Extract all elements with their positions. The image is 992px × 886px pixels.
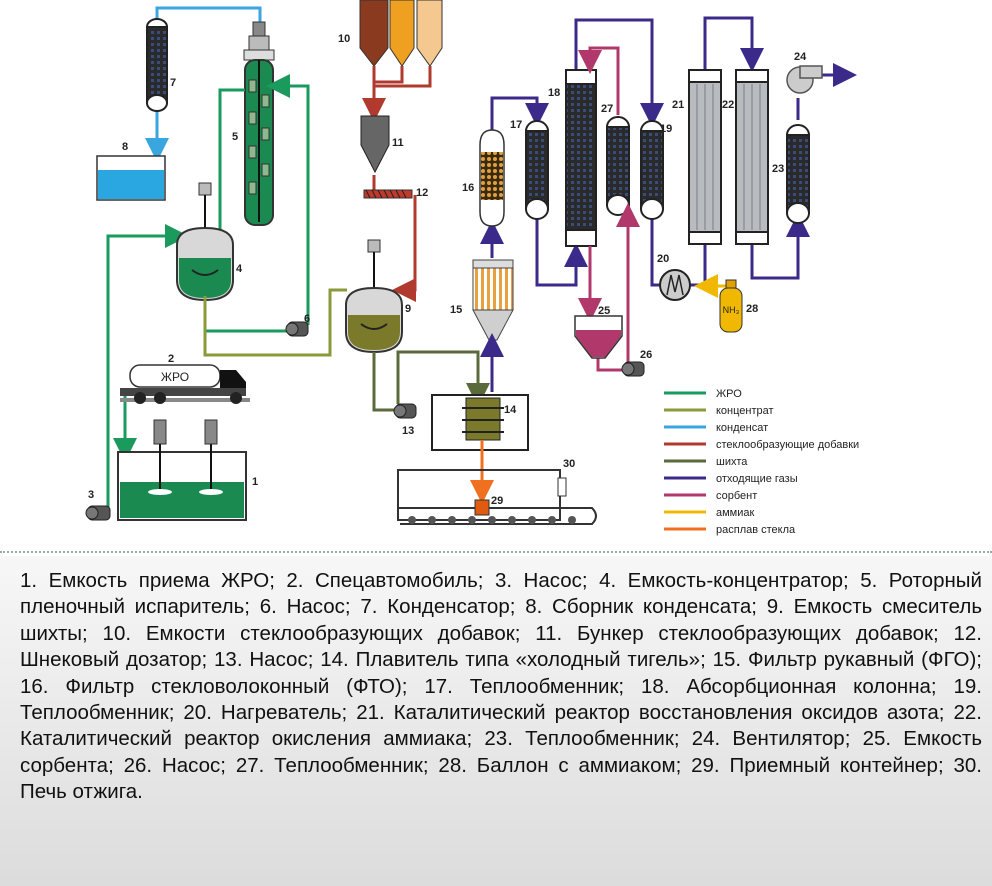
label-16: 16 [462,182,474,194]
pump-13 [393,403,417,419]
label-30: 30 [563,458,575,470]
label-28: 28 [746,303,758,315]
caption: 1. Емкость приема ЖРО; 2. Спецавтомобиль… [20,569,982,804]
process-flow-diagram: NH₃ ЖРО [85,0,859,536]
label-13: 13 [402,425,414,437]
bag-filter-15 [472,259,514,341]
separator [0,551,992,553]
glassfiber-filter-16 [479,129,505,227]
label-10: 10 [338,33,350,45]
heat-exchanger-23 [786,124,810,224]
label-9: 9 [405,303,411,315]
label-1: 1 [252,476,258,488]
rotary-evaporator-5 [243,21,275,226]
offgas-lines [480,16,857,392]
legend: ЖРО концентрат конденсат стеклообразующи… [664,388,859,536]
pump-3 [85,505,111,521]
annealing-oven-30 [397,469,597,525]
label-22: 22 [722,99,734,111]
label-15: 15 [450,304,462,316]
caption-background [0,556,992,886]
heat-exchanger-27 [606,116,630,216]
catalytic-reactor-22 [735,69,769,245]
ammonia-cylinder-28: NH₃ [694,274,743,333]
label-19: 19 [660,123,672,135]
mixer-9 [345,239,403,354]
legend-label: стеклообразующие добавки [716,439,859,451]
sorbent-tank-25 [574,315,623,359]
receiving-container-29 [474,499,490,516]
label-14: 14 [504,404,517,416]
legend-label: аммиак [716,507,755,519]
label-11: 11 [392,137,404,149]
condensate-collector-8 [96,155,166,201]
screw-doser-12 [363,189,413,199]
label-4: 4 [236,263,243,275]
label-21: 21 [672,99,684,111]
label-24: 24 [794,51,807,63]
label-23: 23 [772,163,784,175]
pump-6 [285,321,309,337]
label-7: 7 [170,77,176,89]
legend-label: сорбент [716,490,757,502]
additive-bunker-11 [360,115,390,174]
legend-label: ЖРО [716,388,742,400]
absorption-column-18 [565,69,597,247]
label-29: 29 [491,495,503,507]
label-3: 3 [88,489,94,501]
label-6: 6 [304,313,310,325]
heat-exchanger-19 [640,120,664,220]
additive-containers-10 [359,0,443,67]
label-25: 25 [598,305,610,317]
label-8: 8 [122,141,128,153]
label-20: 20 [657,253,669,265]
charge-lines [372,350,490,412]
item-labels: 1 2 3 4 5 6 7 8 9 10 11 12 13 14 15 16 1… [88,33,807,507]
pump-26 [621,361,645,377]
fan-24 [786,65,823,94]
legend-label: концентрат [716,405,774,417]
heat-exchanger-17 [525,120,549,220]
legend-label: конденсат [716,422,768,434]
condenser-7 [146,18,168,112]
label-5: 5 [232,131,238,143]
cold-crucible-14 [431,394,529,451]
catalytic-reactor-21 [688,69,722,245]
label-27: 27 [601,103,613,115]
label-26: 26 [640,349,652,361]
additive-lines [362,66,432,302]
concentrator-4 [176,182,234,302]
label-2: 2 [168,353,174,365]
label-18: 18 [548,87,560,99]
label-17: 17 [510,119,522,131]
sorbent-lines [578,46,640,372]
label-12: 12 [416,187,428,199]
legend-label: расплав стекла [716,524,796,536]
concentrate-lines [203,288,347,357]
legend-label: шихта [716,456,748,468]
truck-2: ЖРО [120,364,250,404]
heater-20 [650,265,707,301]
truck-text: ЖРО [161,370,189,384]
legend-label: отходящие газы [716,473,798,485]
ammonia-text: NH₃ [723,305,740,315]
receiving-tank-1 [117,419,247,521]
